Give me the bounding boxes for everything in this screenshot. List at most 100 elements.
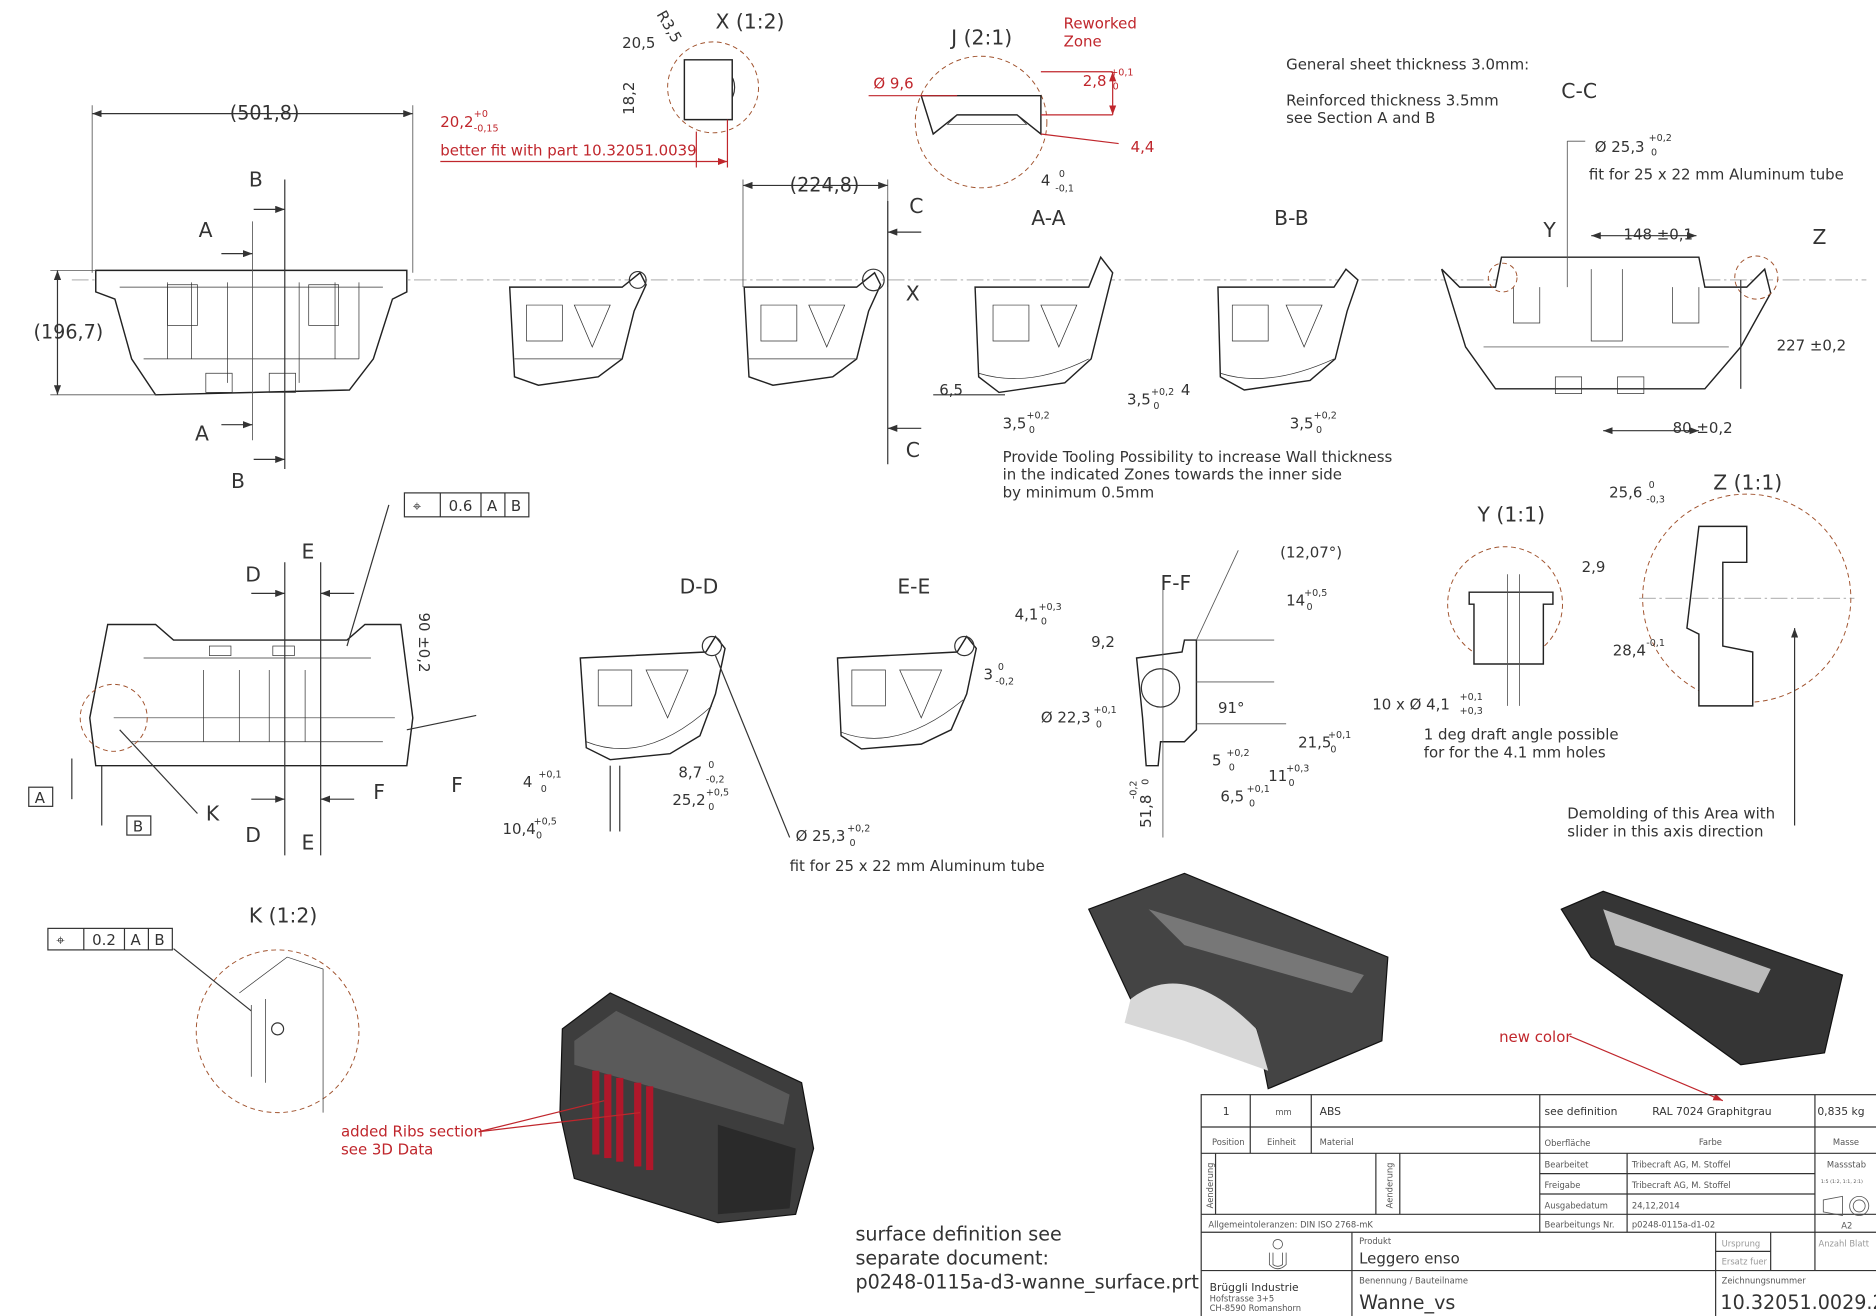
view-title-x: X (1:2)	[715, 10, 784, 34]
tol-lower: -0,3	[1646, 494, 1665, 505]
tol-upper: +0,5	[534, 816, 557, 827]
gdt-tolerance: 0.6	[449, 497, 473, 515]
label-replaces: Ersatz fuer	[1722, 1257, 1768, 1267]
dim-3-e: 3	[983, 666, 993, 684]
dim-dia-25-3-d: Ø 25,3	[796, 827, 846, 845]
scale-value: 1:5 (1:2, 1:1, 2:1)	[1821, 1179, 1863, 1185]
detail-mark-x: X	[906, 281, 920, 305]
tol-lower: 0	[1289, 778, 1295, 789]
note-better-fit: better fit with part 10.32051.0039	[440, 142, 696, 160]
tol-lower: 0	[1096, 719, 1102, 730]
note-tooling-1: Provide Tooling Possibility to increase …	[1003, 448, 1393, 466]
dim-20-5: 20,5	[622, 34, 655, 52]
mass-value: 0,835 kg	[1817, 1105, 1864, 1118]
label-mass: Masse	[1833, 1137, 1859, 1147]
note-reinforced-2: see Section A and B	[1286, 109, 1435, 127]
note-reworked: Reworked	[1064, 15, 1137, 33]
tol-upper: +0	[474, 109, 488, 120]
note-tooling-2: in the indicated Zones towards the inner…	[1003, 466, 1342, 484]
label-edited: Bearbeitet	[1545, 1160, 1590, 1170]
note-demold-1: Demolding of this Area with	[1567, 804, 1775, 822]
note-draft-2: for for the 4.1 mm holes	[1424, 743, 1606, 761]
note-surface-1: surface definition see	[855, 1223, 1061, 1246]
render-3d-outside	[1560, 890, 1844, 1102]
tol-lower: 0	[1249, 798, 1255, 809]
datum-b-box	[126, 815, 152, 836]
edited-value: Tribecraft AG, M. Stoffel	[1631, 1160, 1731, 1170]
note-surface-2: separate document:	[855, 1247, 1048, 1270]
view-title-f-f: F-F	[1161, 571, 1192, 595]
tol-lower: 0	[1651, 148, 1657, 159]
tol-upper: +0,2	[1649, 133, 1672, 144]
datum-b: B	[133, 817, 143, 835]
label-drawing-no: Zeichnungsnummer	[1722, 1276, 1807, 1286]
note-zone: Zone	[1064, 33, 1102, 51]
dim-4-j: 4	[1041, 171, 1051, 189]
section-mark-a-top: A	[199, 218, 213, 242]
label-change-2: Aenderung	[1385, 1163, 1395, 1209]
note-surface-3: p0248-0115a-d3-wanne_surface.prt	[855, 1270, 1199, 1293]
tol-upper: +0,1	[1110, 67, 1133, 78]
release-value: Tribecraft AG, M. Stoffel	[1631, 1180, 1731, 1190]
tol-lower: 0	[1113, 82, 1119, 93]
view-title-y: Y (1:1)	[1477, 503, 1545, 527]
tol-lower: +0,3	[1460, 706, 1483, 717]
tol-upper: +0,2	[1314, 411, 1337, 422]
note-ribs-2: see 3D Data	[341, 1140, 433, 1158]
color-value: RAL 7024 Graphitgrau	[1652, 1105, 1771, 1118]
dim-3-5-a: 3,5	[1003, 414, 1027, 432]
tol-lower: 0	[1153, 401, 1159, 412]
note-draft-1: 1 deg draft angle possible	[1424, 725, 1619, 743]
dim-angle-91: 91°	[1218, 699, 1244, 717]
detail-mark-z: Z	[1813, 225, 1827, 249]
section-mark-e-bottom: E	[302, 830, 315, 854]
top-view	[71, 504, 477, 856]
tol-upper: +0,3	[1038, 602, 1061, 613]
side-view-right	[742, 179, 922, 465]
section-mark-b-bottom: B	[231, 469, 245, 493]
detail-z-view	[1639, 493, 1855, 826]
dim-4-b: 4	[1181, 381, 1191, 399]
label-job-no: Bearbeitungs Nr.	[1545, 1219, 1615, 1229]
detail-j-view	[868, 55, 1119, 189]
tol-upper: +0,1	[538, 770, 561, 781]
detail-k-view	[173, 948, 360, 1114]
material-value: ABS	[1320, 1105, 1342, 1118]
company-street: Hofstrasse 3+5	[1210, 1294, 1275, 1304]
label-sheet-count: Anzahl Blatt	[1819, 1239, 1870, 1249]
gdt-datum-a: A	[487, 497, 498, 515]
view-title-c-c: C-C	[1561, 79, 1597, 103]
tol-lower: -0,1	[1055, 183, 1074, 194]
dim-28-4: 28,4	[1613, 642, 1646, 660]
position-tolerance-icon: ⌖	[56, 931, 65, 949]
detail-x-view	[440, 41, 760, 168]
tol-lower: 0	[1316, 425, 1322, 436]
label-change-1: Aenderung	[1205, 1163, 1215, 1209]
tol-upper: +0,2	[1151, 387, 1174, 398]
dim-25-6: 25,6	[1609, 484, 1642, 502]
tol-upper: 0	[1141, 779, 1152, 785]
dim-overall-width: (501,8)	[230, 102, 300, 125]
company-city: CH-8590 Romanshorn	[1210, 1303, 1302, 1313]
tol-lower: -0,15	[474, 124, 499, 135]
dim-224-8: (224,8)	[790, 173, 860, 196]
gdt-frame-k: ⌖ 0.2 A B	[47, 927, 173, 951]
section-mark-b-top: B	[249, 168, 263, 192]
position-value: 1	[1223, 1105, 1230, 1118]
job-no-value: p0248-0115a-d1-02	[1632, 1219, 1715, 1229]
section-mark-f-right: F	[451, 773, 463, 797]
tol-upper: -0,1	[1646, 638, 1665, 649]
dim-148: 148 ±0,1	[1624, 225, 1694, 243]
position-tolerance-icon: ⌖	[413, 497, 422, 515]
note-tube-fit-d: fit for 25 x 22 mm Aluminum tube	[790, 857, 1045, 875]
dim-4-d: 4	[523, 773, 533, 791]
label-release: Freigabe	[1545, 1180, 1581, 1190]
detail-y-view	[1447, 546, 1563, 706]
datum-a-box	[28, 786, 54, 807]
tol-upper: 0	[1059, 169, 1065, 180]
section-mark-f-left: F	[373, 780, 385, 804]
note-tooling-3: by minimum 0.5mm	[1003, 484, 1155, 502]
tol-lower: 0	[1330, 745, 1336, 756]
section-e-e	[836, 635, 978, 750]
tol-upper: +0,1	[1247, 784, 1270, 795]
